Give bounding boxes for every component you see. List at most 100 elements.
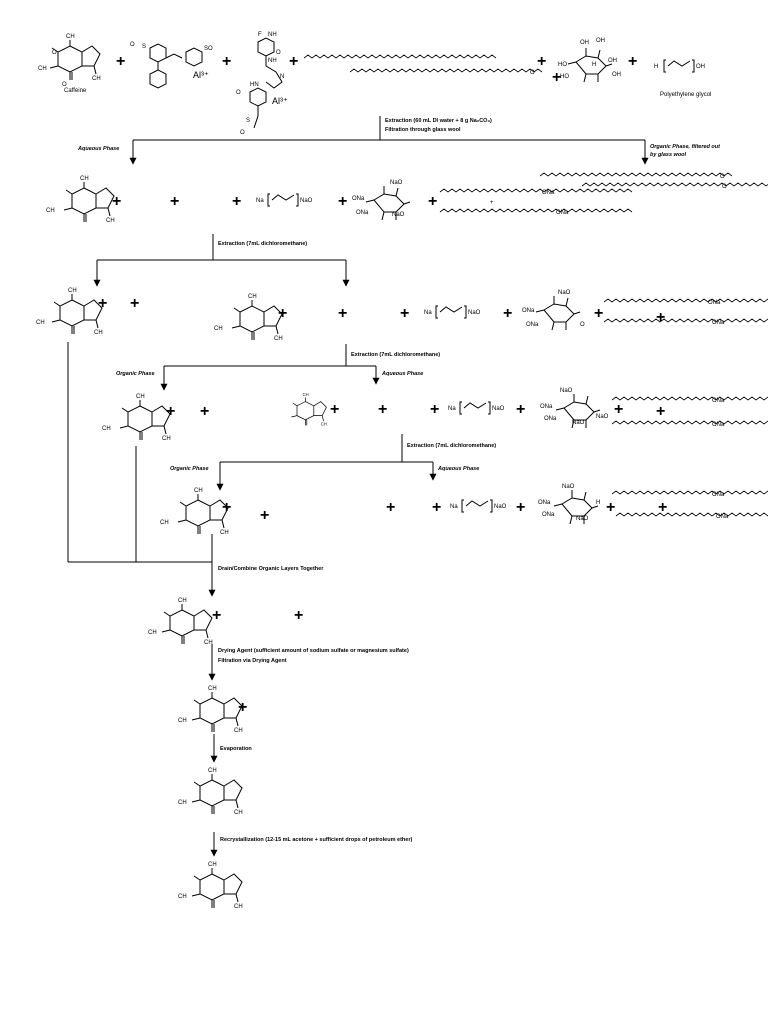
step-1-line-2: Filtration through glass wool (385, 127, 461, 133)
phase-aqueous-2: Aqueous Phase (381, 371, 423, 377)
svg-text:NaO: NaO (390, 180, 403, 186)
plus-sign: + (289, 53, 298, 70)
svg-text:NaO: NaO (562, 484, 575, 490)
fatty-acid-salts: ONa + ONa (439, 188, 633, 216)
svg-text:NaO: NaO (494, 504, 507, 510)
sugar-sodium-salt: NaO ONa ONa NaO NaO (540, 388, 609, 429)
plus-sign: + (614, 401, 623, 418)
svg-text:CH: CH (194, 488, 203, 494)
svg-text:CH: CH (178, 894, 187, 900)
svg-text:CH: CH (208, 862, 217, 868)
svg-text:NH: NH (268, 32, 277, 38)
svg-text:OH: OH (580, 40, 589, 46)
step-5: Drain/Combine Organic Layers Together (218, 566, 324, 572)
sugar-sodium-salt: NaO ONa ONa O (522, 290, 585, 331)
plus-sign: + (98, 295, 107, 312)
caffeine-structure: CH CH CH (102, 394, 171, 442)
svg-text:ONa: ONa (556, 210, 569, 216)
svg-text:NaO: NaO (560, 388, 573, 394)
peg-sodium-salt: Na NaO (424, 305, 481, 319)
phase-aqueous-3: Aqueous Phase (437, 466, 479, 472)
svg-text:CH: CH (66, 34, 75, 40)
step-2: Extraction (7mL dichloromethane) (218, 241, 307, 247)
svg-text:CH: CH (136, 394, 145, 400)
step-6-line-1: Drying Agent (sufficient amount of sodiu… (218, 648, 409, 654)
plus-sign: + (552, 69, 561, 86)
plus-sign: + (386, 499, 395, 516)
svg-text:CH: CH (303, 392, 309, 397)
svg-text:O: O (52, 50, 57, 56)
svg-text:NaO: NaO (468, 310, 481, 316)
caffeine-structure: CH CH CH (36, 288, 103, 336)
svg-text:H: H (596, 500, 600, 506)
svg-text:CH: CH (46, 208, 55, 214)
caffeine-structure-final: CH CH CH (178, 862, 243, 910)
fatty-acid-salts: ONa + ONa (611, 490, 768, 520)
svg-text:CH: CH (162, 436, 171, 442)
plus-sign: + (294, 607, 303, 624)
svg-text:+: + (490, 200, 494, 206)
plus-sign: + (330, 401, 339, 418)
svg-text:Na: Na (448, 406, 456, 412)
svg-text:CH: CH (178, 800, 187, 806)
azo-dye-structure: O S SO (130, 42, 213, 89)
plus-sign: + (537, 53, 546, 70)
sugar-sodium-salt: NaO ONa ONa NaO H (538, 484, 600, 525)
svg-text:O: O (236, 90, 241, 96)
sugar-sodium-salt: NaO ONa ONa NaO (352, 180, 411, 221)
plus-sign: + (503, 305, 512, 322)
peg-label: Polyethylene glycol (660, 92, 711, 98)
step-7: Evaporation (220, 746, 252, 752)
peg-structure: H OH (654, 59, 705, 73)
svg-text:SO: SO (204, 46, 213, 52)
svg-text:ONa: ONa (712, 492, 725, 498)
svg-text:ONa: ONa (526, 322, 539, 328)
svg-text:CH: CH (178, 598, 187, 604)
svg-text:+: + (656, 403, 665, 420)
svg-text:CH: CH (160, 520, 169, 526)
plus-sign: + (232, 193, 241, 210)
svg-text:NaO: NaO (300, 198, 313, 204)
svg-text:CH: CH (94, 330, 103, 336)
plus-sign: + (594, 305, 603, 322)
phase-organic-filtered-2: by glass wool (650, 152, 687, 158)
plus-sign: + (432, 499, 441, 516)
caffeine-structure-small: CH CH (291, 392, 327, 426)
plus-sign: + (428, 193, 437, 210)
plus-sign: + (338, 305, 347, 322)
phase-aqueous-1: Aqueous Phase (77, 146, 119, 152)
caffeine-structure: CH CH CH (160, 488, 229, 536)
svg-text:NaO: NaO (492, 406, 505, 412)
svg-text:HO: HO (558, 62, 567, 68)
svg-text:O: O (240, 130, 245, 136)
svg-text:H: H (654, 64, 658, 70)
peg-sodium-salt: Na NaO (448, 401, 505, 415)
fatty-acid-salts: ONa + ONa (603, 298, 768, 326)
svg-text:O: O (62, 82, 67, 88)
svg-text:OH: OH (696, 64, 705, 70)
svg-text:ONa: ONa (542, 190, 555, 196)
svg-text:Na: Na (256, 198, 264, 204)
caffeine-label: Caffeine (64, 88, 87, 94)
svg-text:HO: HO (560, 74, 569, 80)
svg-text:CH: CH (102, 426, 111, 432)
svg-text:F: F (258, 32, 262, 38)
svg-text:+: + (658, 499, 667, 516)
svg-text:ONa: ONa (716, 514, 729, 520)
svg-text:O: O (530, 70, 535, 76)
svg-text:ONa: ONa (544, 416, 557, 422)
plus-sign: + (116, 53, 125, 70)
svg-text:NaO: NaO (576, 516, 589, 522)
svg-text:CH: CH (234, 728, 243, 734)
triazine-dye-structure: F NH O NH N HN O S O (236, 32, 284, 136)
step-3: Extraction (7mL dichloromethane) (351, 352, 440, 358)
al-ion-2: Al³⁺ (272, 96, 288, 106)
plus-sign: + (606, 499, 615, 516)
plus-sign: + (112, 193, 121, 210)
plus-sign: + (430, 401, 439, 418)
plus-sign: + (130, 295, 139, 312)
svg-text:CH: CH (208, 686, 217, 692)
svg-text:Na: Na (424, 310, 432, 316)
svg-text:OH: OH (612, 72, 621, 78)
svg-text:CH: CH (106, 218, 115, 224)
